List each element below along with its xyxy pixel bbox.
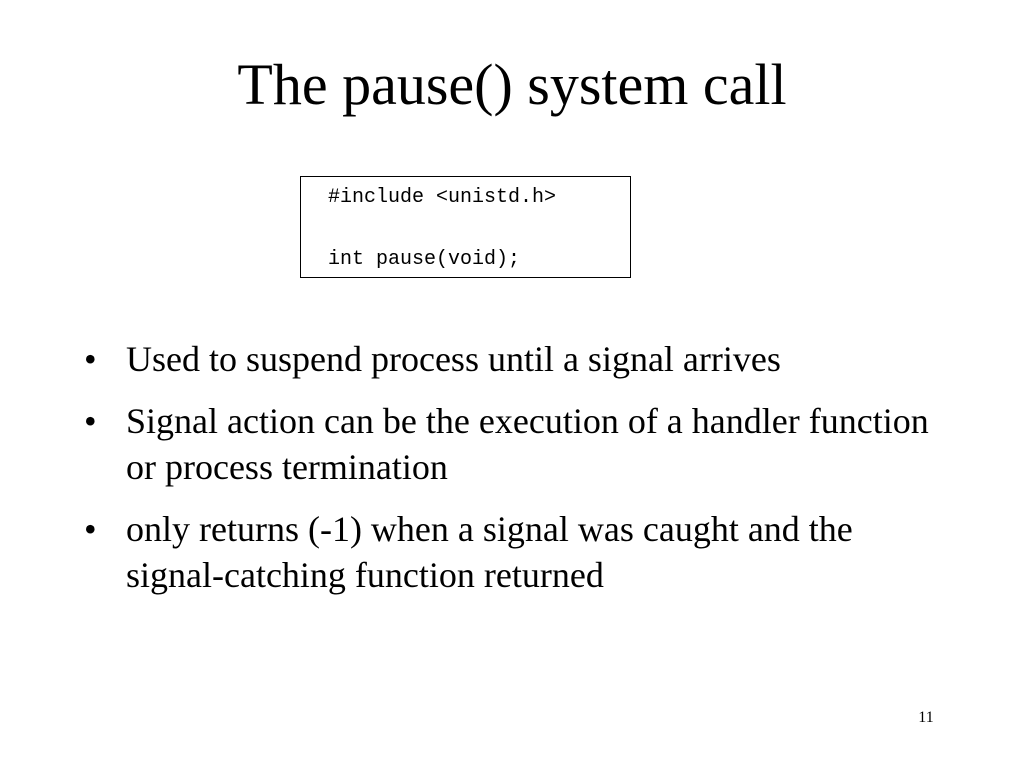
bullet-dot-icon: •	[84, 509, 97, 549]
code-line-prototype: int pause(void);	[328, 248, 521, 271]
bullet-item: • only returns (-1) when a signal was ca…	[84, 506, 944, 598]
bullet-text: Used to suspend process until a signal a…	[126, 339, 781, 379]
bullet-item: • Signal action can be the execution of …	[84, 398, 944, 490]
bullet-dot-icon: •	[84, 339, 97, 379]
bullet-dot-icon: •	[84, 401, 97, 441]
slide-title: The pause() system call	[237, 52, 787, 117]
bullet-text: only returns (-1) when a signal was caug…	[126, 509, 853, 595]
bullet-list: • Used to suspend process until a signal…	[84, 336, 944, 614]
bullet-text: Signal action can be the execution of a …	[126, 401, 929, 487]
page-number: 11	[918, 709, 934, 726]
bullet-item: • Used to suspend process until a signal…	[84, 336, 944, 382]
code-line-include: #include <unistd.h>	[328, 186, 557, 209]
code-box: #include <unistd.h> int pause(void);	[300, 176, 631, 278]
